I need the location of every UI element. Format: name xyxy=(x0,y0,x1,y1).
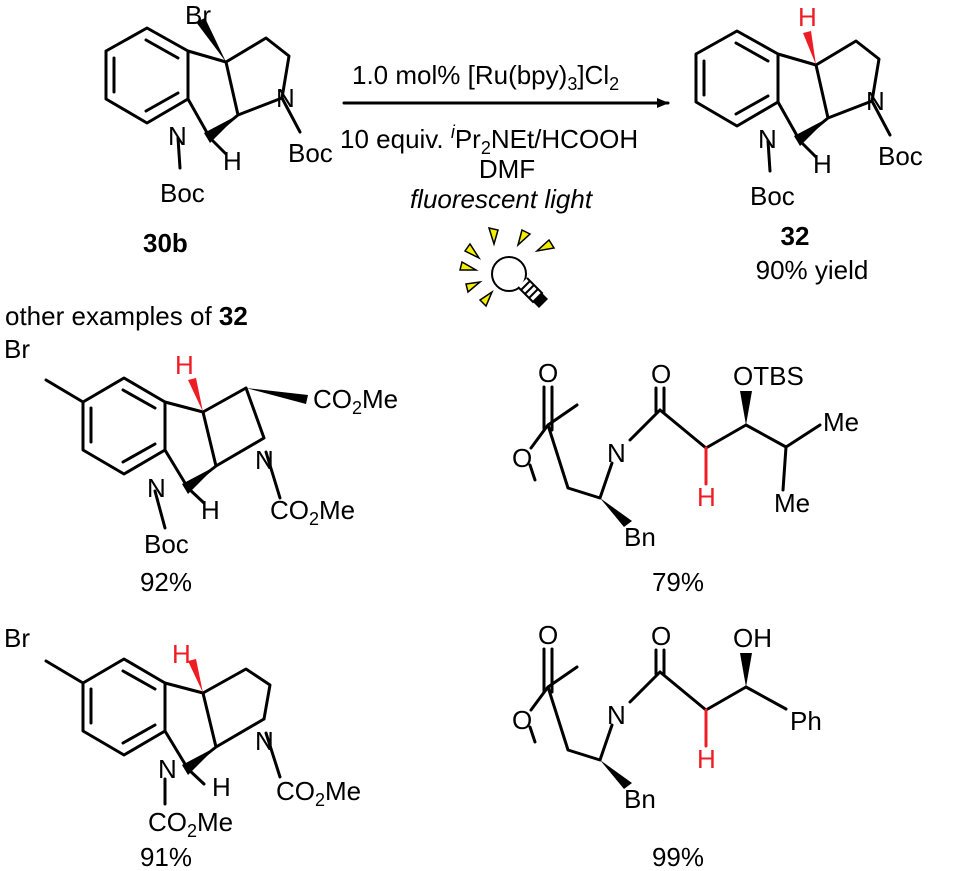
example-99-bonds xyxy=(528,647,788,762)
example-79-o-ring-label: O xyxy=(512,443,532,473)
example-92-wedge-h-new xyxy=(188,378,203,412)
example-79-wedge-otbs xyxy=(740,391,752,425)
example-99-oh-label: OH xyxy=(733,623,772,653)
example-92-h-label: H xyxy=(201,495,220,525)
example-91-br-label: Br xyxy=(4,623,30,653)
example-91-wedge-h-new xyxy=(188,659,203,693)
example-92-wedge-co2me xyxy=(246,388,308,404)
conditions-reductant: 10 equiv. iPr2NEt/HCOOH xyxy=(340,122,638,158)
product-h-label: H xyxy=(813,149,832,179)
example-92-co2me-n-label: CO2Me xyxy=(270,495,355,529)
example-99-ph-label: Ph xyxy=(790,706,822,736)
conditions-light: fluorescent light xyxy=(410,184,594,214)
example-99-yield: 99% xyxy=(652,842,704,871)
example-99-o-carbonyl2-label: O xyxy=(651,621,671,651)
example-99-wedge-bn xyxy=(600,760,632,789)
reactant-boc-n8-label: Boc xyxy=(160,178,205,208)
product-wedge-h xyxy=(794,118,828,146)
reactant-wedge-h xyxy=(204,115,238,143)
example-91: Br H N N H CO2Me CO2Me 91% xyxy=(4,623,361,871)
example-99-o-ring-label: O xyxy=(512,705,532,735)
example-91-wedge-h xyxy=(182,747,216,775)
reactant-br-label: Br xyxy=(185,0,211,30)
reactant-n1-label: N xyxy=(276,83,295,113)
product-h-new-label: H xyxy=(798,2,817,32)
example-99-h-new-label: H xyxy=(697,744,716,774)
example-99-n-label: N xyxy=(607,700,626,730)
reaction-conditions: 1.0 mol% [Ru(bpy)3]Cl2 10 equiv. iPr2NEt… xyxy=(340,60,670,308)
example-99-o-carbonyl1-label: O xyxy=(538,620,558,650)
conditions-catalyst: 1.0 mol% [Ru(bpy)3]Cl2 xyxy=(352,60,619,94)
example-79-o-carbonyl1-label: O xyxy=(538,358,558,388)
example-79-n-label: N xyxy=(607,438,626,468)
reactant-h-label: H xyxy=(223,146,242,176)
example-91-h-new-label: H xyxy=(172,639,191,669)
product-bonds xyxy=(694,29,892,173)
product-boc-n8-label: Boc xyxy=(750,181,795,211)
conditions-solvent: DMF xyxy=(479,154,535,184)
example-79-me2-label: Me xyxy=(774,488,810,518)
example-79-o-otbs-label: OTBS xyxy=(733,361,804,391)
reactant-30b: Br N N H Boc Boc 30b xyxy=(104,0,333,258)
example-92-yield: 92% xyxy=(140,567,192,597)
product-n1-label: N xyxy=(866,86,885,116)
reactant-bonds xyxy=(104,26,302,170)
example-79-yield: 79% xyxy=(652,567,704,597)
example-92-br-label: Br xyxy=(4,334,30,364)
example-92-h-new-label: H xyxy=(175,350,194,380)
example-79-h-new-label: H xyxy=(697,482,716,512)
example-99-bn-label: Bn xyxy=(624,784,656,814)
product-wedge-h-new xyxy=(803,31,816,65)
example-91-co2me-n8-label: CO2Me xyxy=(148,807,233,841)
reactant-label: 30b xyxy=(143,228,188,258)
example-79-wedge-bn xyxy=(600,498,632,527)
example-92-boc-label: Boc xyxy=(144,529,189,559)
product-label: 32 xyxy=(781,221,810,251)
example-99-wedge-oh xyxy=(740,653,752,687)
example-92-n8-label: N xyxy=(147,473,166,503)
example-79: O O OTBS O N Me Me H Bn 79% xyxy=(512,358,859,597)
examples-heading: other examples of 32 xyxy=(5,301,248,331)
example-79-o-carbonyl2-label: O xyxy=(651,359,671,389)
example-92-n1-label: N xyxy=(255,445,274,475)
product-yield: 90% yield xyxy=(756,255,869,285)
example-99: O O OH O N Ph H Bn 99% xyxy=(512,620,822,871)
product-n8-label: N xyxy=(758,124,777,154)
product-boc-n1-label: Boc xyxy=(878,141,923,171)
example-92-co2me-ring-label: CO2Me xyxy=(313,384,398,418)
example-91-n8-label: N xyxy=(158,754,177,784)
example-91-co2me-n1-label: CO2Me xyxy=(276,776,361,810)
light-bulb-icon xyxy=(459,226,556,308)
example-91-n1-label: N xyxy=(255,726,274,756)
example-91-h-label: H xyxy=(212,772,231,802)
example-92-bonds xyxy=(44,376,282,530)
product-32: H N N H Boc Boc 32 90% yield xyxy=(694,2,923,285)
example-79-bn-label: Bn xyxy=(624,522,656,552)
example-92-wedge-h xyxy=(182,466,216,494)
reactant-boc-n1-label: Boc xyxy=(288,138,333,168)
example-79-me1-label: Me xyxy=(823,407,859,437)
example-91-yield: 91% xyxy=(140,842,192,871)
reactant-wedge-br xyxy=(196,18,226,62)
example-79-bonds xyxy=(528,385,822,500)
example-92: Br H CO2Me N N H CO2Me Boc 92% xyxy=(4,334,398,597)
reactant-n8-label: N xyxy=(168,121,187,151)
